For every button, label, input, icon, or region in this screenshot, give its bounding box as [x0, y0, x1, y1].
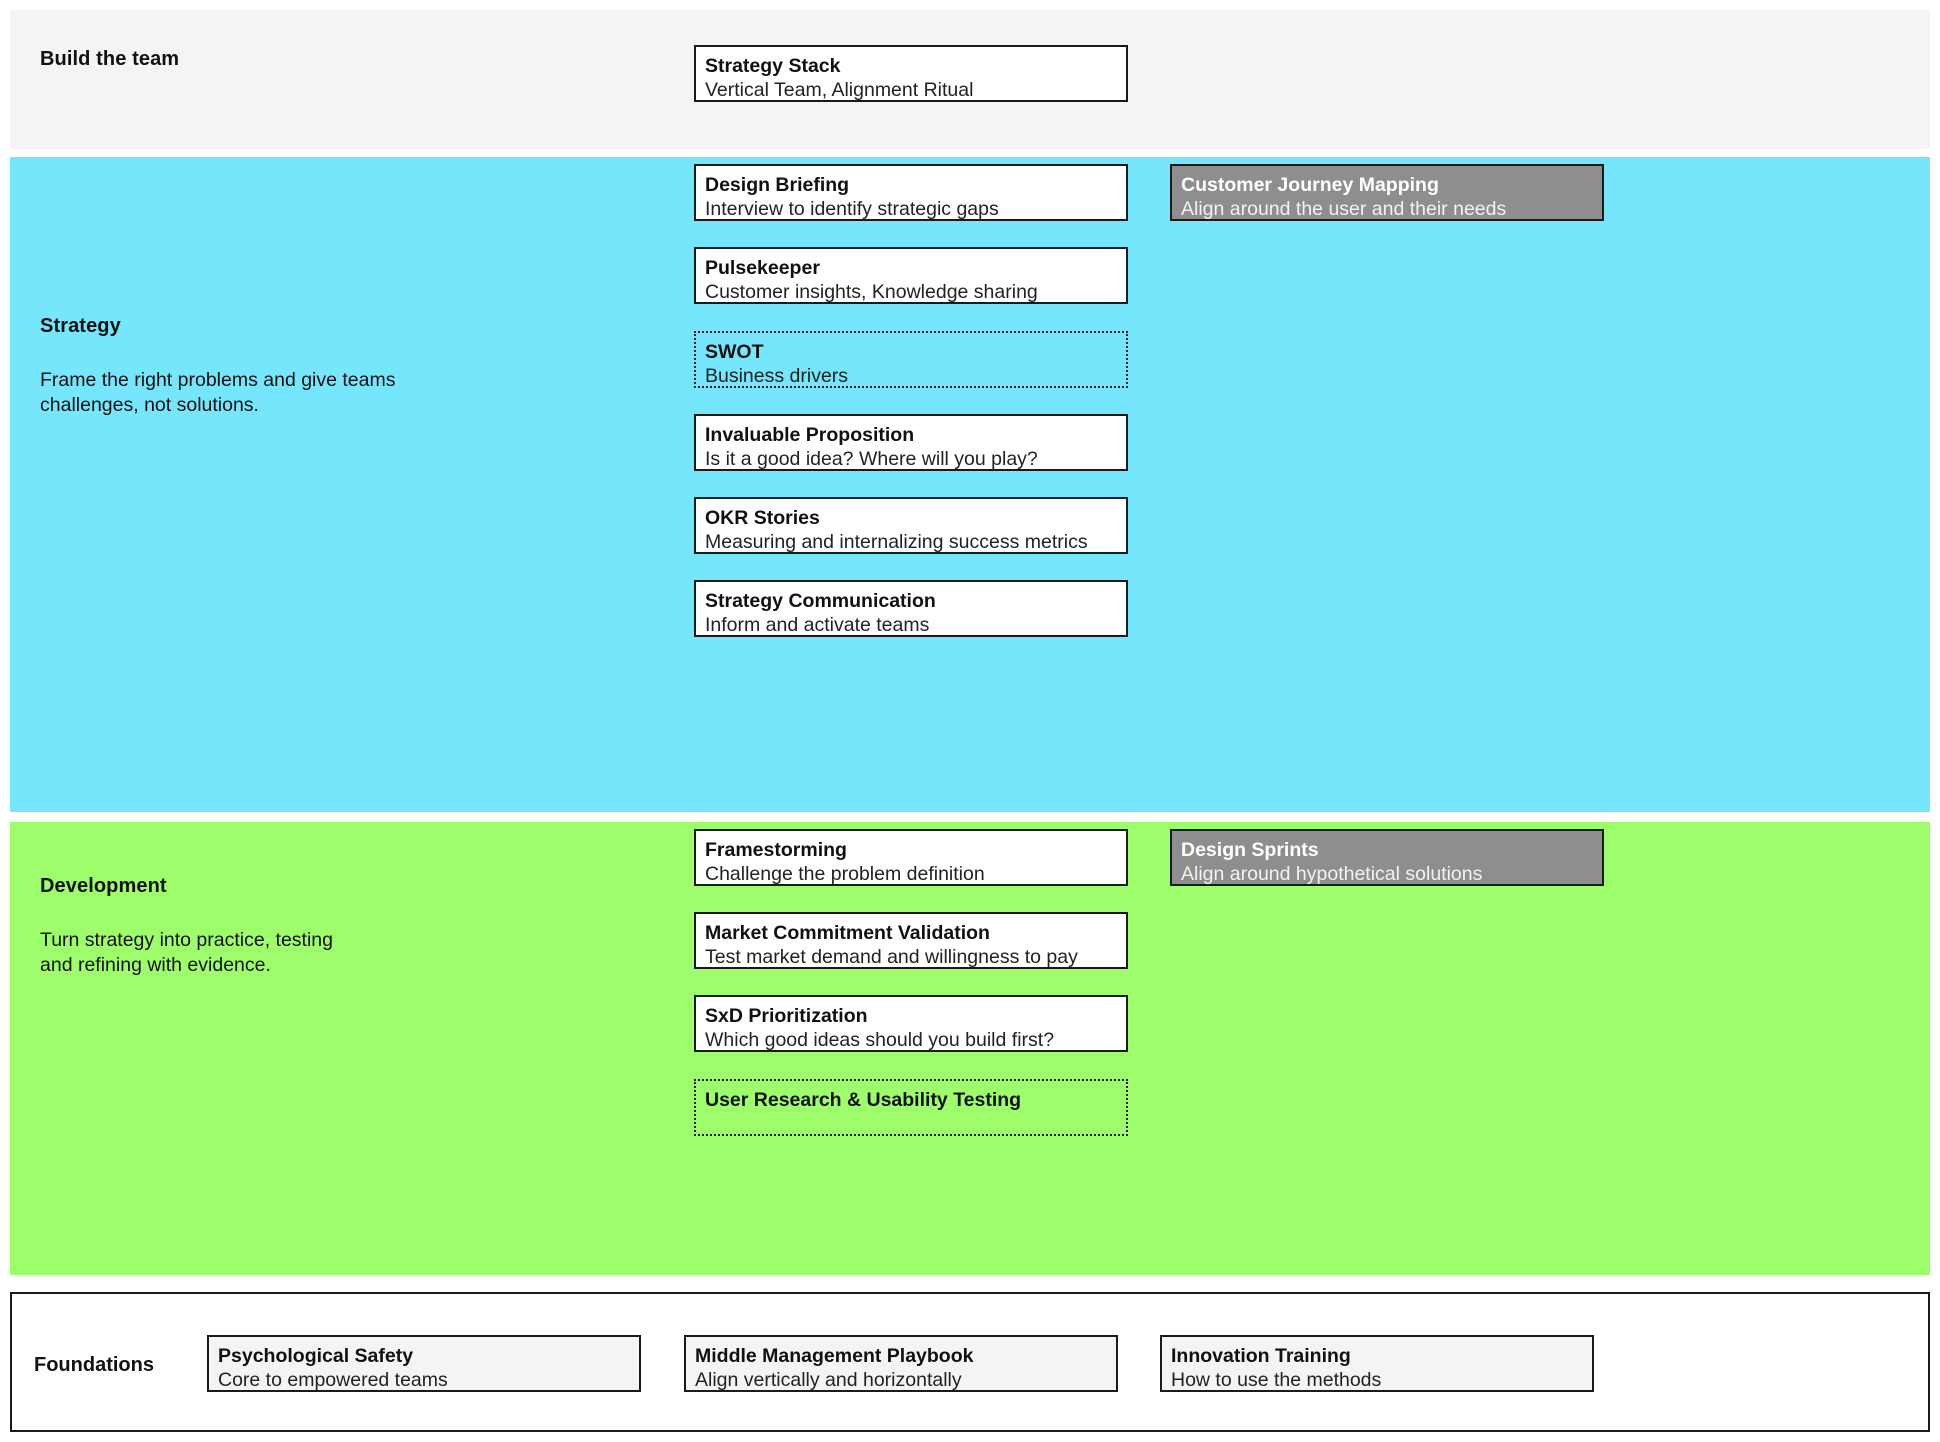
band-development: Development Turn strategy into practice,… [10, 822, 1930, 1275]
card-strategy-communication[interactable]: Strategy Communication Inform and activa… [694, 580, 1128, 637]
card-subtitle: Interview to identify strategic gaps [705, 198, 999, 220]
card-title: Market Commitment Validation [705, 922, 990, 944]
card-swot[interactable]: SWOT Business drivers [694, 331, 1128, 388]
card-title: Strategy Communication [705, 590, 936, 612]
card-subtitle: Business drivers [705, 365, 849, 387]
card-framestorming[interactable]: Framestorming Challenge the problem defi… [694, 829, 1128, 886]
card-customer-journey-mapping[interactable]: Customer Journey Mapping Align around th… [1170, 164, 1604, 221]
card-subtitle: Vertical Team, Alignment Ritual [705, 79, 974, 101]
band-build-title: Build the team [40, 48, 180, 70]
card-subtitle: How to use the methods [1171, 1369, 1382, 1391]
card-title: OKR Stories [705, 507, 820, 529]
band-strategy: Strategy Frame the right problems and gi… [10, 157, 1930, 812]
card-title: Pulsekeeper [705, 257, 820, 279]
card-subtitle: Which good ideas should you build first? [705, 1029, 1055, 1051]
card-subtitle: Align around the user and their needs [1181, 198, 1507, 220]
card-strategy-stack[interactable]: Strategy Stack Vertical Team, Alignment … [694, 45, 1128, 102]
band-development-label-group: Development Turn strategy into practice,… [40, 875, 520, 978]
card-innovation-training[interactable]: Innovation Training How to use the metho… [1160, 1335, 1594, 1392]
card-subtitle: Is it a good idea? Where will you play? [705, 448, 1038, 470]
band-build-the-team: Build the team Strategy Stack Vertical T… [10, 10, 1930, 149]
card-title: Design Sprints [1181, 839, 1319, 861]
band-development-title: Development [40, 875, 167, 897]
band-strategy-description: Frame the right problems and give teams … [40, 369, 396, 416]
card-psychological-safety[interactable]: Psychological Safety Core to empowered t… [207, 1335, 641, 1392]
card-title: Invaluable Proposition [705, 424, 915, 446]
card-subtitle: Test market demand and willingness to pa… [705, 946, 1078, 968]
card-pulsekeeper[interactable]: Pulsekeeper Customer insights, Knowledge… [694, 247, 1128, 304]
card-sxd-prioritization[interactable]: SxD Prioritization Which good ideas shou… [694, 995, 1128, 1052]
card-design-briefing[interactable]: Design Briefing Interview to identify st… [694, 164, 1128, 221]
band-strategy-title: Strategy [40, 315, 121, 337]
card-market-commitment-validation[interactable]: Market Commitment Validation Test market… [694, 912, 1128, 969]
card-subtitle: Core to empowered teams [218, 1369, 448, 1391]
card-title: Design Briefing [705, 174, 850, 196]
band-foundations: Foundations Psychological Safety Core to… [10, 1292, 1930, 1432]
card-middle-management-playbook[interactable]: Middle Management Playbook Align vertica… [684, 1335, 1118, 1392]
card-title: User Research & Usability Testing [705, 1089, 1022, 1111]
card-title: SWOT [705, 341, 764, 363]
card-subtitle: Customer insights, Knowledge sharing [705, 281, 1038, 303]
card-user-research-usability-testing[interactable]: User Research & Usability Testing [694, 1079, 1128, 1136]
card-invaluable-proposition[interactable]: Invaluable Proposition Is it a good idea… [694, 414, 1128, 471]
card-title: Psychological Safety [218, 1345, 414, 1367]
band-strategy-label-group: Strategy Frame the right problems and gi… [40, 315, 520, 418]
band-build-label-group: Build the team [40, 48, 520, 71]
card-subtitle: Inform and activate teams [705, 614, 930, 636]
card-title: Framestorming [705, 839, 847, 861]
card-okr-stories[interactable]: OKR Stories Measuring and internalizing … [694, 497, 1128, 554]
card-title: Middle Management Playbook [695, 1345, 974, 1367]
card-title: Customer Journey Mapping [1181, 174, 1439, 196]
card-subtitle: Challenge the problem definition [705, 863, 985, 885]
card-title: Innovation Training [1171, 1345, 1351, 1367]
card-subtitle: Align around hypothetical solutions [1181, 863, 1483, 885]
card-subtitle: Measuring and internalizing success metr… [705, 531, 1088, 553]
card-title: Strategy Stack [705, 55, 841, 77]
band-foundations-title: Foundations [34, 1354, 154, 1376]
band-development-description: Turn strategy into practice, testing and… [40, 929, 333, 976]
card-subtitle: Align vertically and horizontally [695, 1369, 962, 1391]
card-design-sprints[interactable]: Design Sprints Align around hypothetical… [1170, 829, 1604, 886]
card-title: SxD Prioritization [705, 1005, 868, 1027]
